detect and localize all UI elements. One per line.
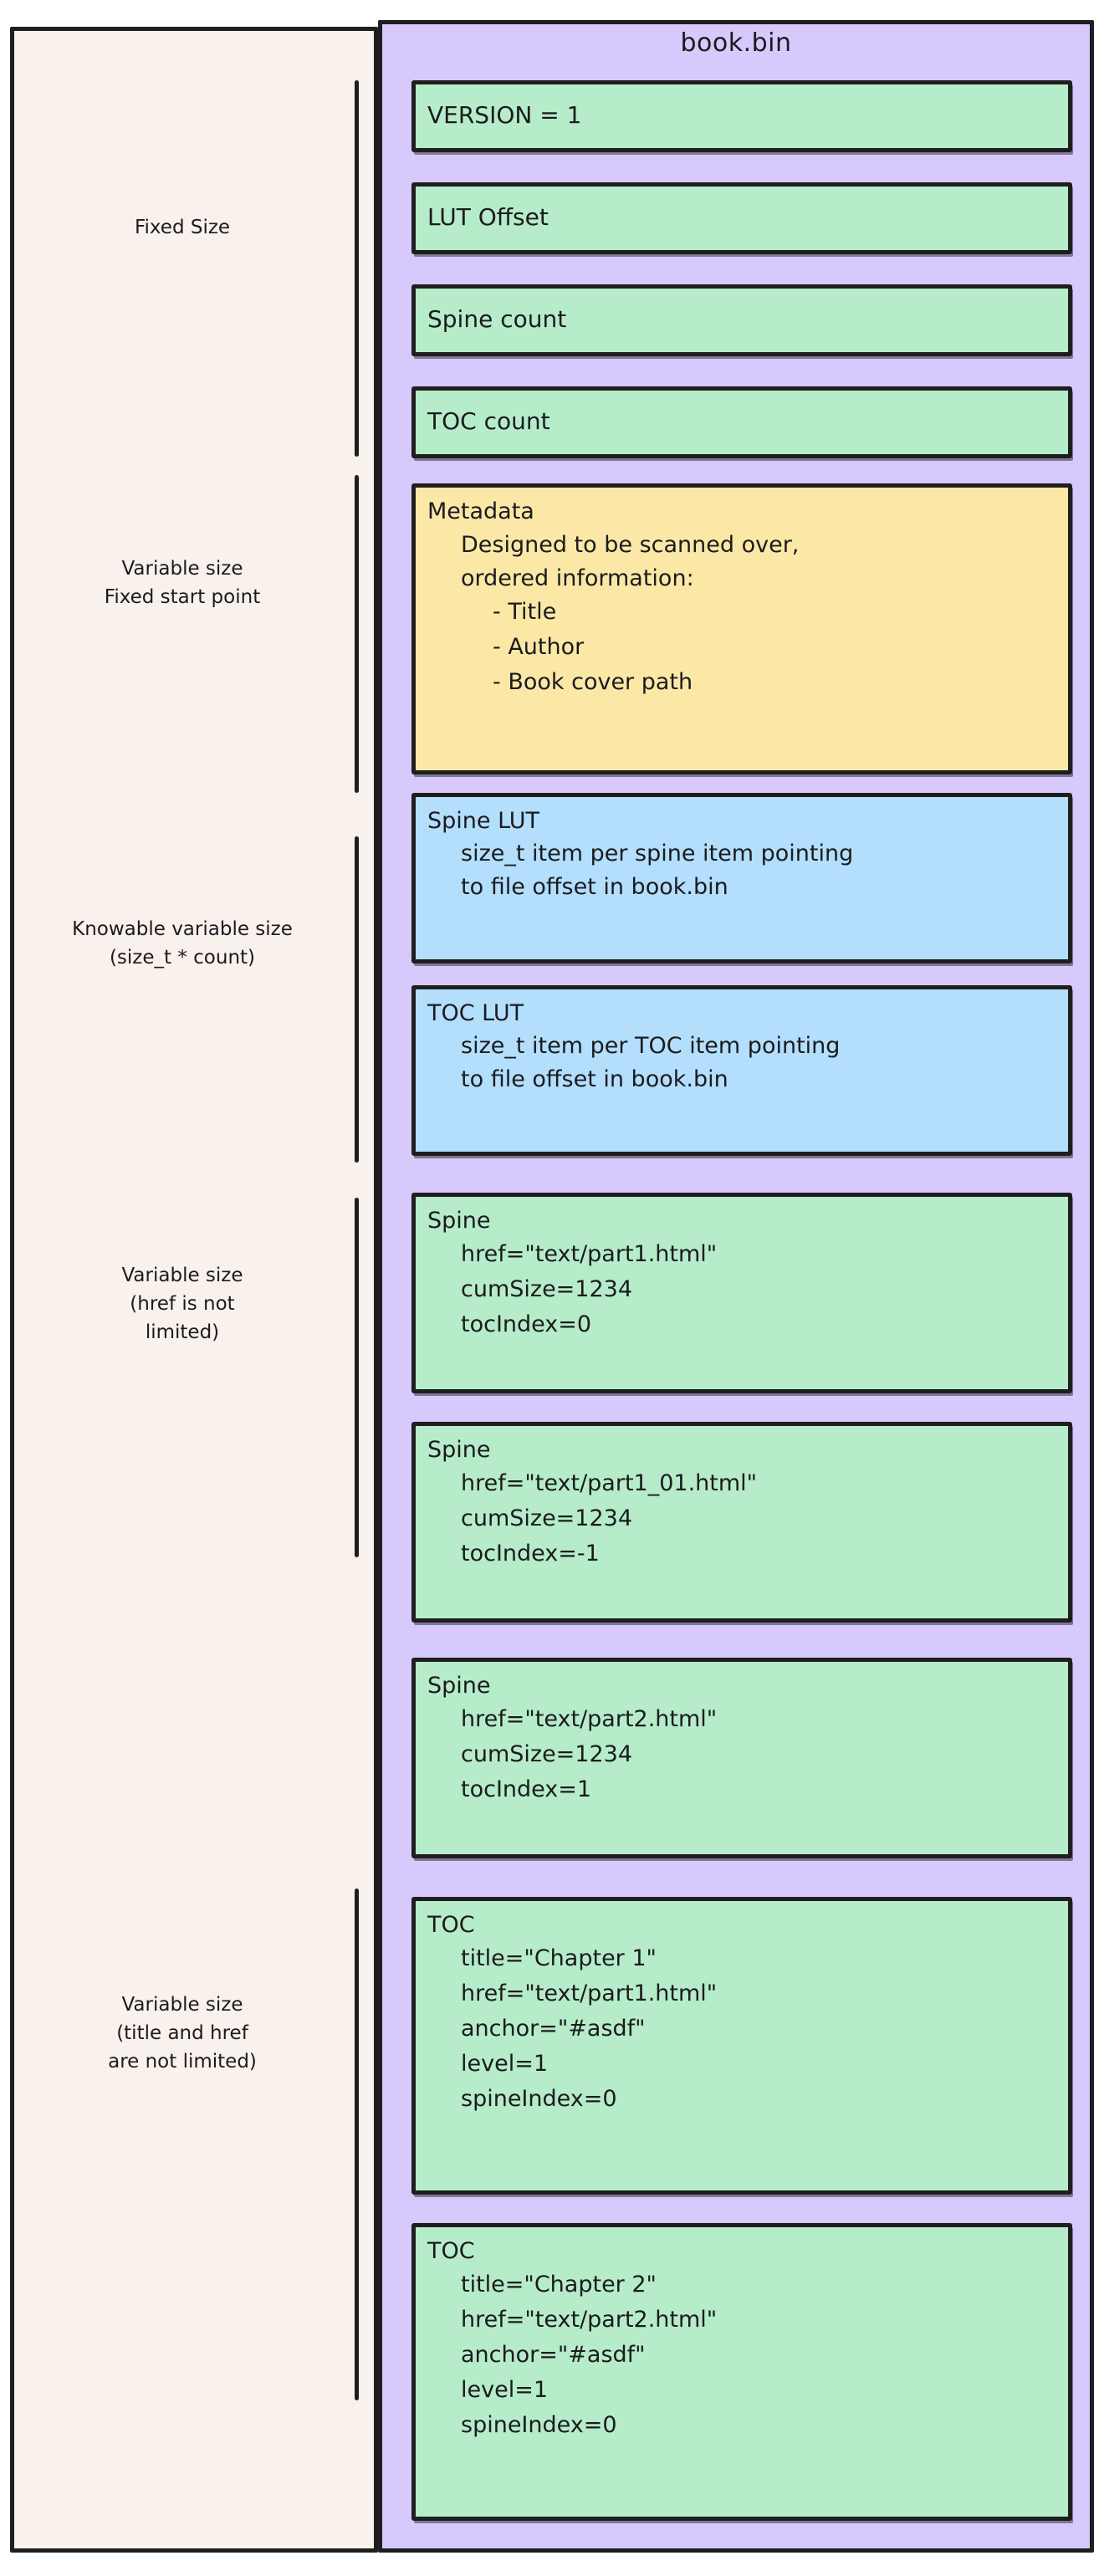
block-line: anchor="#asdf" xyxy=(461,2016,646,2042)
block-lut-offset: LUT Offset xyxy=(411,182,1072,254)
group-label-variable-title-href: Variable size (title and href are not li… xyxy=(32,1991,333,2076)
group-label-line: Knowable variable size xyxy=(72,918,293,940)
group-label-knowable-variable: Knowable variable size (size_t * count) xyxy=(32,915,333,972)
block-line: anchor="#asdf" xyxy=(461,2342,646,2368)
block-header: TOC LUT xyxy=(427,1000,524,1026)
block-line: to file offset in book.bin xyxy=(461,1066,728,1092)
block-subline: - Book cover path xyxy=(493,669,693,695)
block-line: spineIndex=0 xyxy=(461,2412,617,2438)
block-spine-1: Spine href="text/part1.html" cumSize=123… xyxy=(411,1193,1072,1393)
group-label-variable-fixed-start: Variable size Fixed start point xyxy=(32,555,333,611)
block-line: href="text/part1.html" xyxy=(461,1241,718,1267)
page-title: book.bin xyxy=(680,28,792,58)
block-spine-lut: Spine LUT size_t item per spine item poi… xyxy=(411,793,1072,963)
block-toc-lut: TOC LUT size_t item per TOC item pointin… xyxy=(411,985,1072,1156)
block-header: TOC xyxy=(427,1912,475,1938)
group-label-line: (href is not xyxy=(130,1293,235,1315)
block-line: href="text/part2.html" xyxy=(461,1706,718,1732)
bracket-fixed-size xyxy=(355,80,359,457)
block-line: level=1 xyxy=(461,2377,549,2403)
block-header: Spine xyxy=(427,1673,491,1699)
bracket-variable-fixed-start xyxy=(355,475,359,793)
block-line: cumSize=1234 xyxy=(461,1276,633,1302)
block-toc-2: TOC title="Chapter 2" href="text/part2.h… xyxy=(411,2223,1072,2521)
block-line: href="text/part1_01.html" xyxy=(461,1470,758,1496)
block-header: Spine count xyxy=(427,305,567,333)
block-line: level=1 xyxy=(461,2051,549,2077)
block-line: tocIndex=-1 xyxy=(461,1541,600,1567)
block-toc-1: TOC title="Chapter 1" href="text/part1.h… xyxy=(411,1897,1072,2195)
group-label-line: Variable size xyxy=(121,1265,243,1286)
group-label-line: Fixed Size xyxy=(134,217,231,238)
bracket-variable-title-href xyxy=(355,1889,359,2400)
block-line: href="text/part2.html" xyxy=(461,2307,718,2333)
block-line: size_t item per spine item pointing xyxy=(461,841,854,866)
group-label-fixed-size: Fixed Size xyxy=(32,213,333,242)
block-metadata: Metadata Designed to be scanned over, or… xyxy=(411,483,1072,774)
block-line: cumSize=1234 xyxy=(461,1505,633,1531)
annotation-panel xyxy=(10,27,378,2553)
block-header: Spine xyxy=(427,1208,491,1234)
block-header: Metadata xyxy=(427,498,534,524)
block-spine-2: Spine href="text/part1_01.html" cumSize=… xyxy=(411,1422,1072,1623)
block-line: tocIndex=0 xyxy=(461,1311,592,1337)
block-line: spineIndex=0 xyxy=(461,2086,617,2112)
block-header: TOC xyxy=(427,2238,475,2264)
block-line: tocIndex=1 xyxy=(461,1776,592,1802)
group-label-variable-href: Variable size (href is not limited) xyxy=(32,1261,333,1347)
block-line: href="text/part1.html" xyxy=(461,1981,718,2006)
block-header: Spine LUT xyxy=(427,808,540,834)
block-header: Spine xyxy=(427,1437,491,1463)
block-header: TOC count xyxy=(427,407,550,435)
group-label-line: (size_t * count) xyxy=(109,947,256,969)
block-line: title="Chapter 1" xyxy=(461,1945,657,1971)
block-line: size_t item per TOC item pointing xyxy=(461,1033,841,1059)
block-spine-count: Spine count xyxy=(411,284,1072,356)
block-header: LUT Offset xyxy=(427,203,549,231)
group-label-line: (title and href xyxy=(116,2022,248,2044)
group-label-line: are not limited) xyxy=(108,2051,257,2073)
block-line: ordered information: xyxy=(461,565,694,591)
block-subline: - Author xyxy=(493,634,585,660)
group-label-line: Variable size xyxy=(121,558,243,580)
group-label-line: limited) xyxy=(145,1321,220,1343)
block-line: title="Chapter 2" xyxy=(461,2272,657,2297)
block-version: VERSION = 1 xyxy=(411,80,1072,152)
block-spine-3: Spine href="text/part2.html" cumSize=123… xyxy=(411,1658,1072,1858)
block-line: Designed to be scanned over, xyxy=(461,532,800,558)
block-line: cumSize=1234 xyxy=(461,1741,633,1767)
block-toc-count: TOC count xyxy=(411,386,1072,458)
block-subline: - Title xyxy=(493,599,557,625)
bracket-knowable-variable xyxy=(355,836,359,1163)
group-label-line: Fixed start point xyxy=(104,586,261,608)
block-line: to file offset in book.bin xyxy=(461,874,728,900)
bracket-variable-href xyxy=(355,1198,359,1557)
group-label-line: Variable size xyxy=(121,1994,243,2016)
block-header: VERSION = 1 xyxy=(427,101,582,129)
